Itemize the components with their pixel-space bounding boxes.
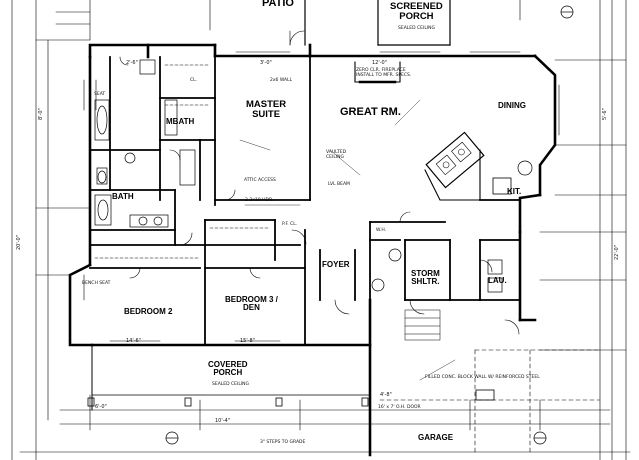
seat-note: SEAT bbox=[94, 92, 106, 97]
section-markers bbox=[165, 5, 574, 445]
garage-wall-note: FILLED CONC. BLOCK WALL W/ REINFORCED ST… bbox=[425, 375, 540, 380]
dim-5: 15'-8" bbox=[240, 338, 256, 344]
garage-post bbox=[475, 389, 495, 401]
room-label-bedroom3: BEDROOM 3 / DEN bbox=[225, 295, 278, 313]
kitchen-counter bbox=[424, 149, 481, 201]
wall-note: 2x6 WALL bbox=[270, 78, 293, 83]
room-label-storm-shltr: STORM SHLTR. bbox=[411, 269, 440, 287]
room-label-screened-porch: SCREENED PORCH bbox=[390, 1, 443, 22]
dim-7: 10'-4" bbox=[215, 418, 231, 424]
dim-6: 6'-0" bbox=[95, 404, 107, 410]
dimension-lines bbox=[11, 0, 631, 460]
garage-door-note: 16' x 7' O.H. DOOR bbox=[378, 405, 421, 410]
fireplace-note: ZERO CLR. FIREPLACE INSTALL TO MFR. SPEC… bbox=[356, 68, 412, 78]
room-label-bath: BATH bbox=[112, 192, 134, 201]
room-label-bedroom2: BEDROOM 2 bbox=[124, 307, 173, 316]
room-label-covered-porch: COVERED PORCH bbox=[208, 360, 248, 378]
closet-shelves bbox=[94, 64, 271, 259]
interior-walls bbox=[89, 55, 521, 346]
dim-10: 8'-0" bbox=[38, 108, 44, 120]
covered-porch-outline bbox=[87, 344, 371, 411]
room-label-dining: DINING bbox=[498, 101, 526, 110]
room-label-foyer: FOYER bbox=[322, 260, 350, 269]
bench-seat-note: BENCH SEAT bbox=[82, 281, 111, 286]
room-label-patio: PATIO bbox=[262, 0, 294, 9]
fireplace bbox=[354, 61, 401, 84]
garage-steps bbox=[404, 309, 441, 341]
dim-12: 5'-6" bbox=[602, 108, 608, 120]
dim-4: 14'-6" bbox=[126, 338, 142, 344]
kitchen-island bbox=[425, 131, 485, 189]
garage-beam bbox=[379, 349, 601, 456]
porch-top-walls bbox=[304, 0, 451, 46]
note-leaders bbox=[239, 99, 456, 381]
dim-3: 12'-0" bbox=[372, 60, 388, 66]
closet-note: CL. bbox=[190, 78, 198, 83]
covered-porch-note: SEALED CEILING bbox=[212, 382, 250, 387]
dim-2: 3'-0" bbox=[260, 60, 272, 66]
steps-note: 3" STEPS TO GRADE bbox=[260, 440, 306, 445]
room-label-kit: KIT. bbox=[507, 187, 522, 196]
water-heater-note: W.H. bbox=[376, 228, 387, 233]
header-note: 2-2x10 HDR. bbox=[245, 198, 274, 203]
room-label-master-suite: MASTER SUITE bbox=[246, 99, 287, 120]
room-label-garage: GARAGE bbox=[418, 433, 454, 442]
vault-ceiling-note: VAULTED CEILING bbox=[326, 150, 347, 160]
room-label-great-rm: GREAT RM. bbox=[340, 106, 401, 118]
dim-11: 22'-0" bbox=[614, 244, 620, 260]
bath-fixtures bbox=[94, 59, 533, 293]
refrigerator bbox=[492, 177, 512, 195]
attic-access-note: ATTIC ACCESS bbox=[244, 178, 276, 183]
pf-closet-note: P.F. CL. bbox=[282, 222, 298, 227]
lvl-beam-note: LVL BEAM bbox=[328, 182, 350, 187]
room-label-mbath: MBATH bbox=[166, 117, 195, 126]
windows bbox=[83, 51, 560, 346]
dim-8: 4'-8" bbox=[380, 392, 392, 398]
screened-porch-note: SEALED CEILING bbox=[398, 26, 436, 31]
dim-9: 20'-0" bbox=[16, 234, 22, 250]
dim-1: 2'-6" bbox=[126, 60, 138, 66]
room-label-lau: LAU. bbox=[488, 276, 507, 285]
exterior-walls bbox=[68, 43, 557, 457]
